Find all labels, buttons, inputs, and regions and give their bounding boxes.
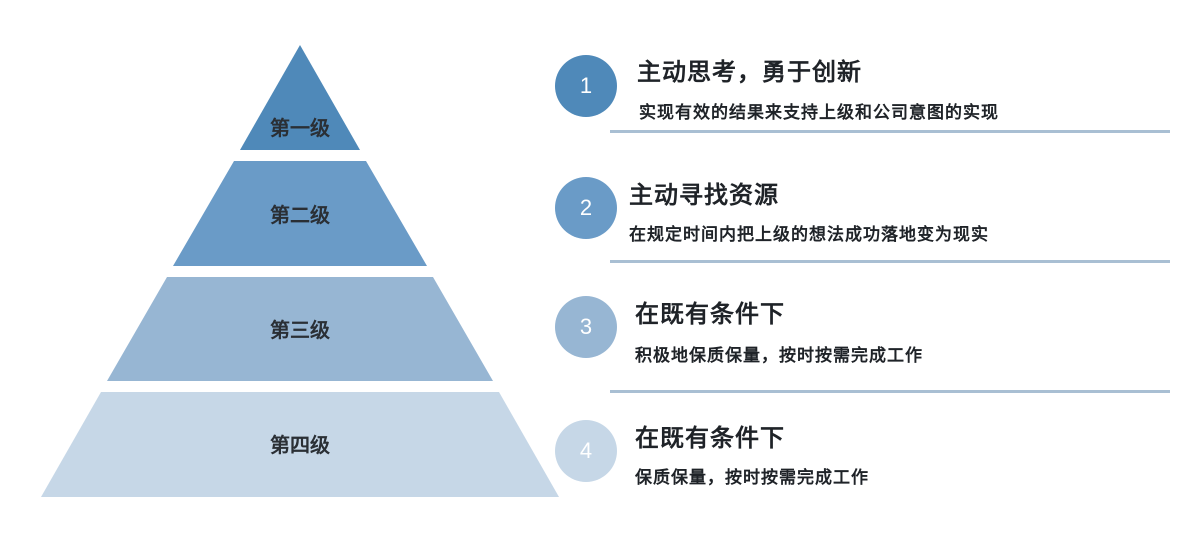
pyramid-tier-3 [107, 277, 493, 381]
pyramid-tier-1-label: 第一级 [270, 116, 330, 140]
pyramid-tier-2-label: 第二级 [270, 203, 330, 227]
level-number-1: 1 [579, 73, 593, 98]
level-item-1: 1 主动思考，勇于创新 实现有效的结果来支持上级和公司意图的实现 [555, 50, 1175, 170]
level-title-3: 在既有条件下 [635, 299, 785, 328]
pyramid-tier-2 [173, 161, 427, 266]
level-number-badge-1: 1 [555, 55, 617, 117]
level-desc-3: 积极地保质保量，按时按需完成工作 [635, 346, 923, 366]
level-title-1: 主动思考，勇于创新 [637, 57, 862, 86]
level-number-badge-3: 3 [555, 296, 617, 358]
level-desc-1: 实现有效的结果来支持上级和公司意图的实现 [639, 103, 999, 123]
pyramid-tier-4-label: 第四级 [270, 433, 330, 457]
pyramid-diagram: 第一级 第二级 第三级 第四级 [41, 45, 559, 497]
pyramid-tier-4 [41, 392, 559, 497]
level-item-2: 2 主动寻找资源 在规定时间内把上级的想法成功落地变为现实 [555, 175, 1175, 295]
level-number-3: 3 [579, 314, 593, 339]
level-item-4: 4 在既有条件下 保质保量，按时按需完成工作 [555, 418, 1175, 538]
level-desc-4: 保质保量，按时按需完成工作 [635, 468, 869, 488]
pyramid-tier-3-label: 第三级 [270, 318, 330, 342]
level-divider-2 [610, 260, 1170, 263]
level-divider-1 [610, 130, 1170, 133]
level-divider-3 [610, 390, 1170, 393]
level-item-3: 3 在既有条件下 积极地保质保量，按时按需完成工作 [555, 293, 1175, 413]
level-title-2: 主动寻找资源 [629, 180, 779, 209]
level-number-2: 2 [579, 195, 593, 220]
level-desc-2: 在规定时间内把上级的想法成功落地变为现实 [629, 225, 989, 245]
level-number-4: 4 [579, 438, 593, 463]
pyramid-tier-1 [240, 45, 360, 150]
level-title-4: 在既有条件下 [635, 423, 785, 452]
level-number-badge-4: 4 [555, 420, 617, 482]
level-number-badge-2: 2 [555, 177, 617, 239]
